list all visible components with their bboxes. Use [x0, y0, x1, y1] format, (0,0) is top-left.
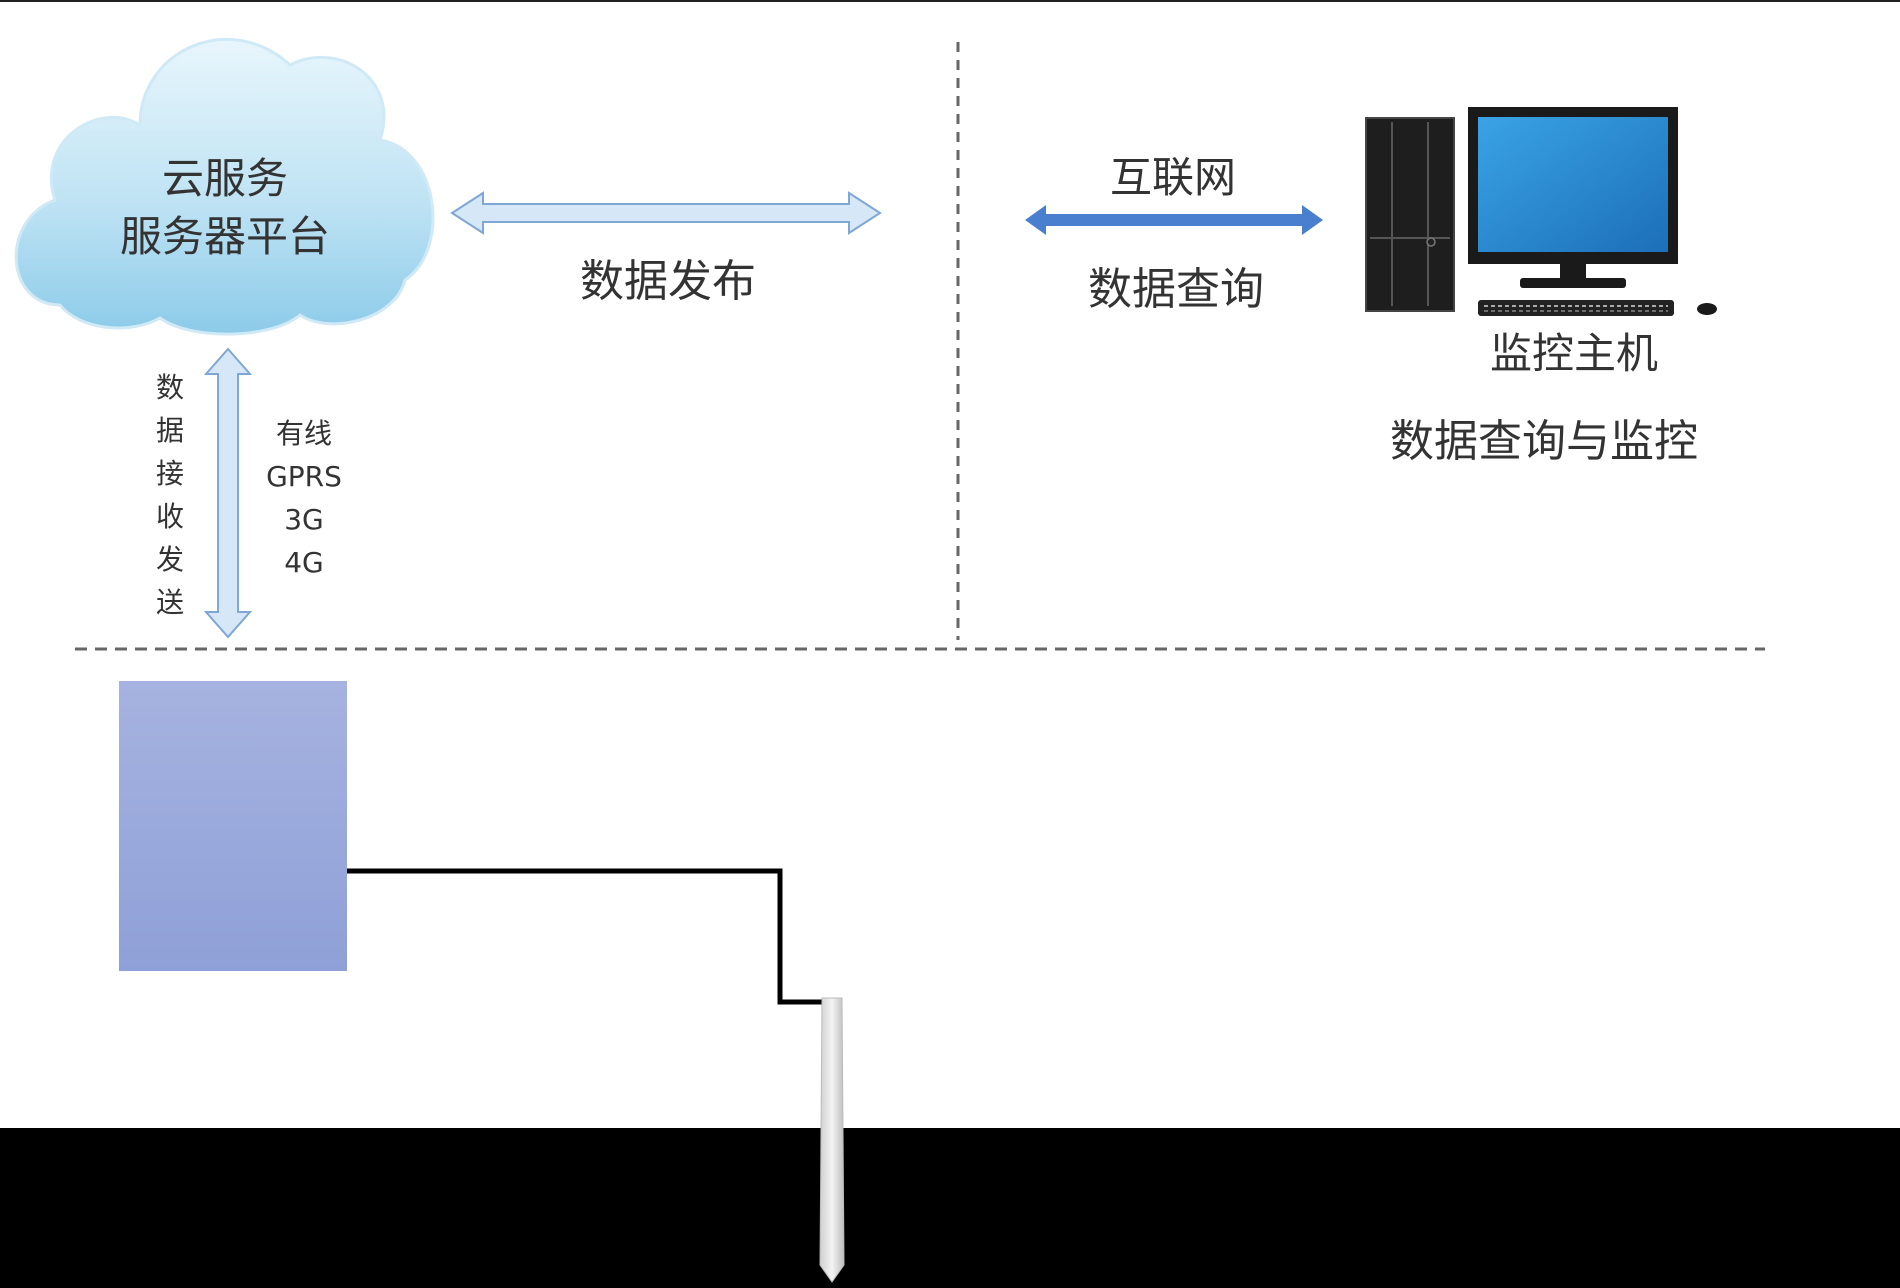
internet-double-arrow — [1025, 205, 1323, 235]
device-box — [119, 681, 347, 971]
desktop-computer-icon — [1365, 107, 1717, 316]
vertical-label: 数据接收发送 — [155, 371, 184, 619]
cloud-title-line2: 服务器平台 — [119, 212, 330, 261]
internet-label: 互联网 — [1110, 153, 1237, 202]
channel-item: 有线 — [275, 417, 332, 450]
sensor-cable — [347, 868, 828, 1005]
channel-item: 3G — [284, 503, 324, 536]
publish-label: 数据发布 — [580, 256, 756, 307]
vertical-double-arrow — [203, 347, 253, 639]
cloud-title-line1: 云服务 — [161, 154, 288, 203]
sensor-probe — [819, 997, 845, 1283]
publish-double-arrow — [450, 191, 882, 235]
channel-item: GPRS — [266, 460, 342, 493]
channel-item: 4G — [284, 546, 324, 579]
cloud-title: 云服务 服务器平台 — [100, 150, 350, 266]
host-label: 监控主机 — [1490, 329, 1659, 378]
channel-list: 有线 GPRS 3G 4G — [256, 412, 352, 584]
host-caption: 数据查询与监控 — [1390, 416, 1698, 467]
cloud-icon — [14, 37, 435, 336]
query-label: 数据查询 — [1088, 264, 1264, 315]
